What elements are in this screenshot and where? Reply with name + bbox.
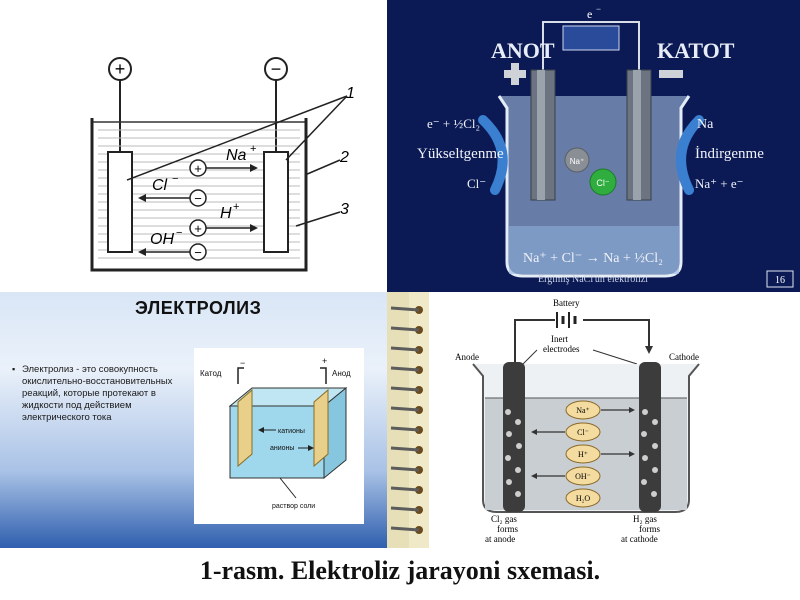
inert-label: Inert [551, 334, 568, 344]
ion-cl: Cl [152, 177, 168, 194]
cathode-label: Cathode [669, 352, 699, 362]
ion-oh-charge: − [176, 227, 182, 239]
ion-h: H [220, 205, 232, 222]
battery-label: Battery [553, 298, 580, 308]
reduction-word: İndirgenme [695, 146, 764, 162]
overall-equation: Na⁺ + Cl⁻ → Na + ½Cl₂ [523, 251, 663, 266]
ion-oh: OH [150, 231, 174, 248]
h2-line3: at cathode [621, 534, 658, 544]
cathode-rod [639, 362, 661, 512]
electrodes-label: electrodes [543, 344, 580, 354]
cl2-line2: forms [497, 524, 518, 534]
cathode-plate [237, 388, 253, 468]
page-number-box [766, 270, 794, 288]
cathode-label: Катод [200, 369, 222, 378]
anions-label: анионы [270, 445, 294, 452]
ion-h: H⁺ [578, 450, 588, 459]
slide-description: Электролиз - это совокупность окислитель… [22, 364, 173, 423]
cations-label: катионы [278, 428, 305, 435]
battery-icon [556, 312, 577, 328]
aqueous-nacl-diagram: Battery Inert electrodes Anode Cathode N… [387, 292, 800, 548]
positive-terminal-sign: + [115, 59, 126, 79]
solution-label: раствор соли [272, 503, 315, 510]
gas-bubbles [505, 409, 658, 497]
anode-electrode [107, 151, 133, 253]
anode-title: ANOT [491, 38, 555, 63]
page-number: 16 [775, 275, 785, 286]
oxidation-word: Yükseltgenme [417, 146, 504, 162]
diagram-subtitle: Ergimiş NaCl'ün elektrolizi [538, 274, 648, 285]
cl2-line1: Cl₂ gas [491, 514, 517, 524]
anode-label: Анод [332, 369, 351, 378]
left-equation: e⁻ + ½Cl₂ [427, 116, 480, 131]
chloride-ion-label: Cl⁻ [596, 178, 609, 188]
left-ion: Cl⁻ [467, 176, 486, 191]
ion-h-charge: + [233, 201, 239, 213]
plus-sign-icon [511, 63, 519, 85]
anion-sign: − [194, 191, 202, 206]
vessel [90, 118, 308, 272]
chloride-ion-ball [589, 168, 617, 196]
ion-na: Na⁺ [576, 406, 590, 415]
cation-sign-2: + [194, 221, 202, 236]
ion-h2o: H₂O [576, 494, 591, 503]
sodium-ion-ball [564, 147, 590, 173]
reduction-arrow [676, 115, 704, 195]
russian-electrolysis-slide: ЭЛЕКТРОЛИЗ ▪ Электролиз - это совокупнос… [0, 292, 387, 548]
ion-cl: Cl⁻ [577, 428, 589, 437]
cathode-electrode [263, 151, 289, 253]
anode-sign: + [322, 356, 327, 366]
ion-oh: OH⁻ [575, 472, 591, 481]
negative-terminal-sign: − [271, 59, 282, 79]
right-sodium: Na [697, 117, 714, 132]
label-3: 3 [340, 201, 349, 218]
sodium-ion-label: Na⁺ [570, 157, 584, 166]
ion-cl-charge: − [172, 173, 178, 185]
electron-label: e [587, 7, 592, 21]
cathode-title: KATOT [657, 38, 735, 63]
cathode-sign: − [240, 358, 245, 368]
h2-line1: H₂ gas [633, 514, 657, 524]
ion-na-charge: + [250, 143, 256, 155]
anion-sign-2: − [194, 245, 202, 260]
spiral-binding-icon [387, 292, 423, 548]
label-1: 1 [346, 85, 355, 102]
figure-caption: 1-rasm. Elektroliz jarayoni sxemasi. [199, 556, 601, 585]
anode-label: Anode [455, 352, 479, 362]
molten-nacl-diagram: e − ANOT KATOT Na⁺ Cl⁻ e⁻ + ½Cl₂ Yükselt… [387, 0, 800, 292]
minus-sign-icon [659, 70, 683, 78]
cl2-line3: at anode [485, 534, 515, 544]
anode-plate [313, 388, 329, 468]
oxidation-arrow [478, 115, 508, 195]
ion-labels: Na⁺ Cl⁻ H⁺ OH⁻ H₂O [565, 400, 601, 508]
label-2: 2 [339, 149, 349, 166]
h2-line2: forms [639, 524, 660, 534]
cation-sign: + [194, 161, 202, 176]
power-source [562, 25, 620, 51]
electrolysis-line-diagram: + − 1 2 3 + [0, 0, 387, 292]
right-equation: Na⁺ + e⁻ [695, 176, 743, 191]
bullet-icon: ▪ [12, 364, 16, 374]
ion-na: Na [226, 147, 247, 164]
electron-charge: − [596, 4, 601, 14]
anode-rod [503, 362, 525, 512]
slide-title: ЭЛЕКТРОЛИЗ [135, 298, 262, 318]
